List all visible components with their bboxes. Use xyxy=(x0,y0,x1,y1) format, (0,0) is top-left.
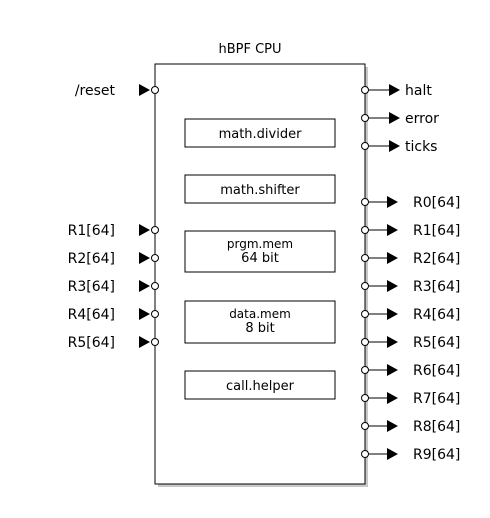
block-sublabel: 64 bit xyxy=(241,251,279,266)
block-frame xyxy=(184,300,336,344)
block-frame xyxy=(184,174,336,204)
port-circle xyxy=(151,310,159,318)
input-label: R3[64] xyxy=(68,279,115,295)
input-label: R2[64] xyxy=(68,251,115,267)
output-label: error xyxy=(405,111,439,127)
arrow-right-icon xyxy=(139,308,150,320)
port-circle xyxy=(361,86,369,94)
block-frame xyxy=(184,370,336,400)
arrow-right-icon xyxy=(139,224,150,236)
input-port: R4[64] xyxy=(68,307,159,323)
output-label: R3[64] xyxy=(413,279,460,295)
port-circle xyxy=(151,86,159,94)
port-circle xyxy=(361,450,369,458)
output-label: R5[64] xyxy=(413,335,460,351)
output-label: halt xyxy=(405,83,432,99)
output-label: R4[64] xyxy=(413,307,460,323)
output-port: R4[64] xyxy=(361,307,460,323)
input-label: /reset xyxy=(75,83,116,99)
arrow-right-icon xyxy=(387,420,398,432)
port-circle xyxy=(151,254,159,262)
output-label: R8[64] xyxy=(413,419,460,435)
input-port: R5[64] xyxy=(68,335,159,351)
output-port: R6[64] xyxy=(361,363,460,379)
arrow-right-icon xyxy=(387,308,398,320)
output-port: R3[64] xyxy=(361,279,460,295)
output-port: halt xyxy=(361,83,432,99)
internal-block: math.shifter xyxy=(184,174,336,204)
input-port: R3[64] xyxy=(68,279,159,295)
arrow-right-icon xyxy=(389,140,400,152)
internal-block: math.divider xyxy=(184,118,336,148)
output-port: R5[64] xyxy=(361,335,460,351)
port-circle xyxy=(361,338,369,346)
block-label: math.shifter xyxy=(220,183,300,198)
input-port: R1[64] xyxy=(68,223,159,239)
arrow-right-icon xyxy=(139,336,150,348)
arrow-right-icon xyxy=(139,280,150,292)
arrow-right-icon xyxy=(387,364,398,376)
input-label: R4[64] xyxy=(68,307,115,323)
arrow-right-icon xyxy=(387,196,398,208)
port-circle xyxy=(361,254,369,262)
arrow-right-icon xyxy=(389,112,400,124)
output-port: R8[64] xyxy=(361,419,460,435)
input-port: R2[64] xyxy=(68,251,159,267)
output-label: R9[64] xyxy=(413,447,460,463)
output-port: R9[64] xyxy=(361,447,460,463)
port-circle xyxy=(151,338,159,346)
input-label: R5[64] xyxy=(68,335,115,351)
internal-block: call.helper xyxy=(184,370,336,400)
output-label: R1[64] xyxy=(413,223,460,239)
output-port: R7[64] xyxy=(361,391,460,407)
output-port: R0[64] xyxy=(361,195,460,211)
port-circle xyxy=(361,142,369,150)
block-frame xyxy=(184,118,336,148)
arrow-right-icon xyxy=(139,84,150,96)
port-circle xyxy=(361,114,369,122)
port-circle xyxy=(361,394,369,402)
cpu-title: hBPF CPU xyxy=(218,42,281,57)
port-circle xyxy=(361,422,369,430)
arrow-right-icon xyxy=(387,252,398,264)
port-circle xyxy=(151,282,159,290)
block-label: math.divider xyxy=(219,127,303,142)
input-port: /reset xyxy=(75,83,159,99)
output-label: R7[64] xyxy=(413,391,460,407)
port-circle xyxy=(361,366,369,374)
port-circle xyxy=(151,226,159,234)
port-circle xyxy=(361,226,369,234)
output-port: ticks xyxy=(361,139,437,155)
arrow-right-icon xyxy=(139,252,150,264)
output-port: error xyxy=(361,111,439,127)
block-label: data.mem xyxy=(229,307,291,321)
arrow-right-icon xyxy=(387,224,398,236)
port-circle xyxy=(361,198,369,206)
port-circle xyxy=(361,282,369,290)
block-sublabel: 8 bit xyxy=(245,321,274,336)
input-label: R1[64] xyxy=(68,223,115,239)
block-label: call.helper xyxy=(226,379,295,394)
arrow-right-icon xyxy=(389,84,400,96)
port-circle xyxy=(361,310,369,318)
arrow-right-icon xyxy=(387,448,398,460)
output-port: R2[64] xyxy=(361,251,460,267)
output-label: R2[64] xyxy=(413,251,460,267)
block-frame xyxy=(184,230,336,273)
output-label: R0[64] xyxy=(413,195,460,211)
arrow-right-icon xyxy=(387,336,398,348)
arrow-right-icon xyxy=(387,392,398,404)
output-label: ticks xyxy=(405,139,437,155)
output-label: R6[64] xyxy=(413,363,460,379)
output-port: R1[64] xyxy=(361,223,460,239)
block-label: prgm.mem xyxy=(227,237,293,251)
arrow-right-icon xyxy=(387,280,398,292)
